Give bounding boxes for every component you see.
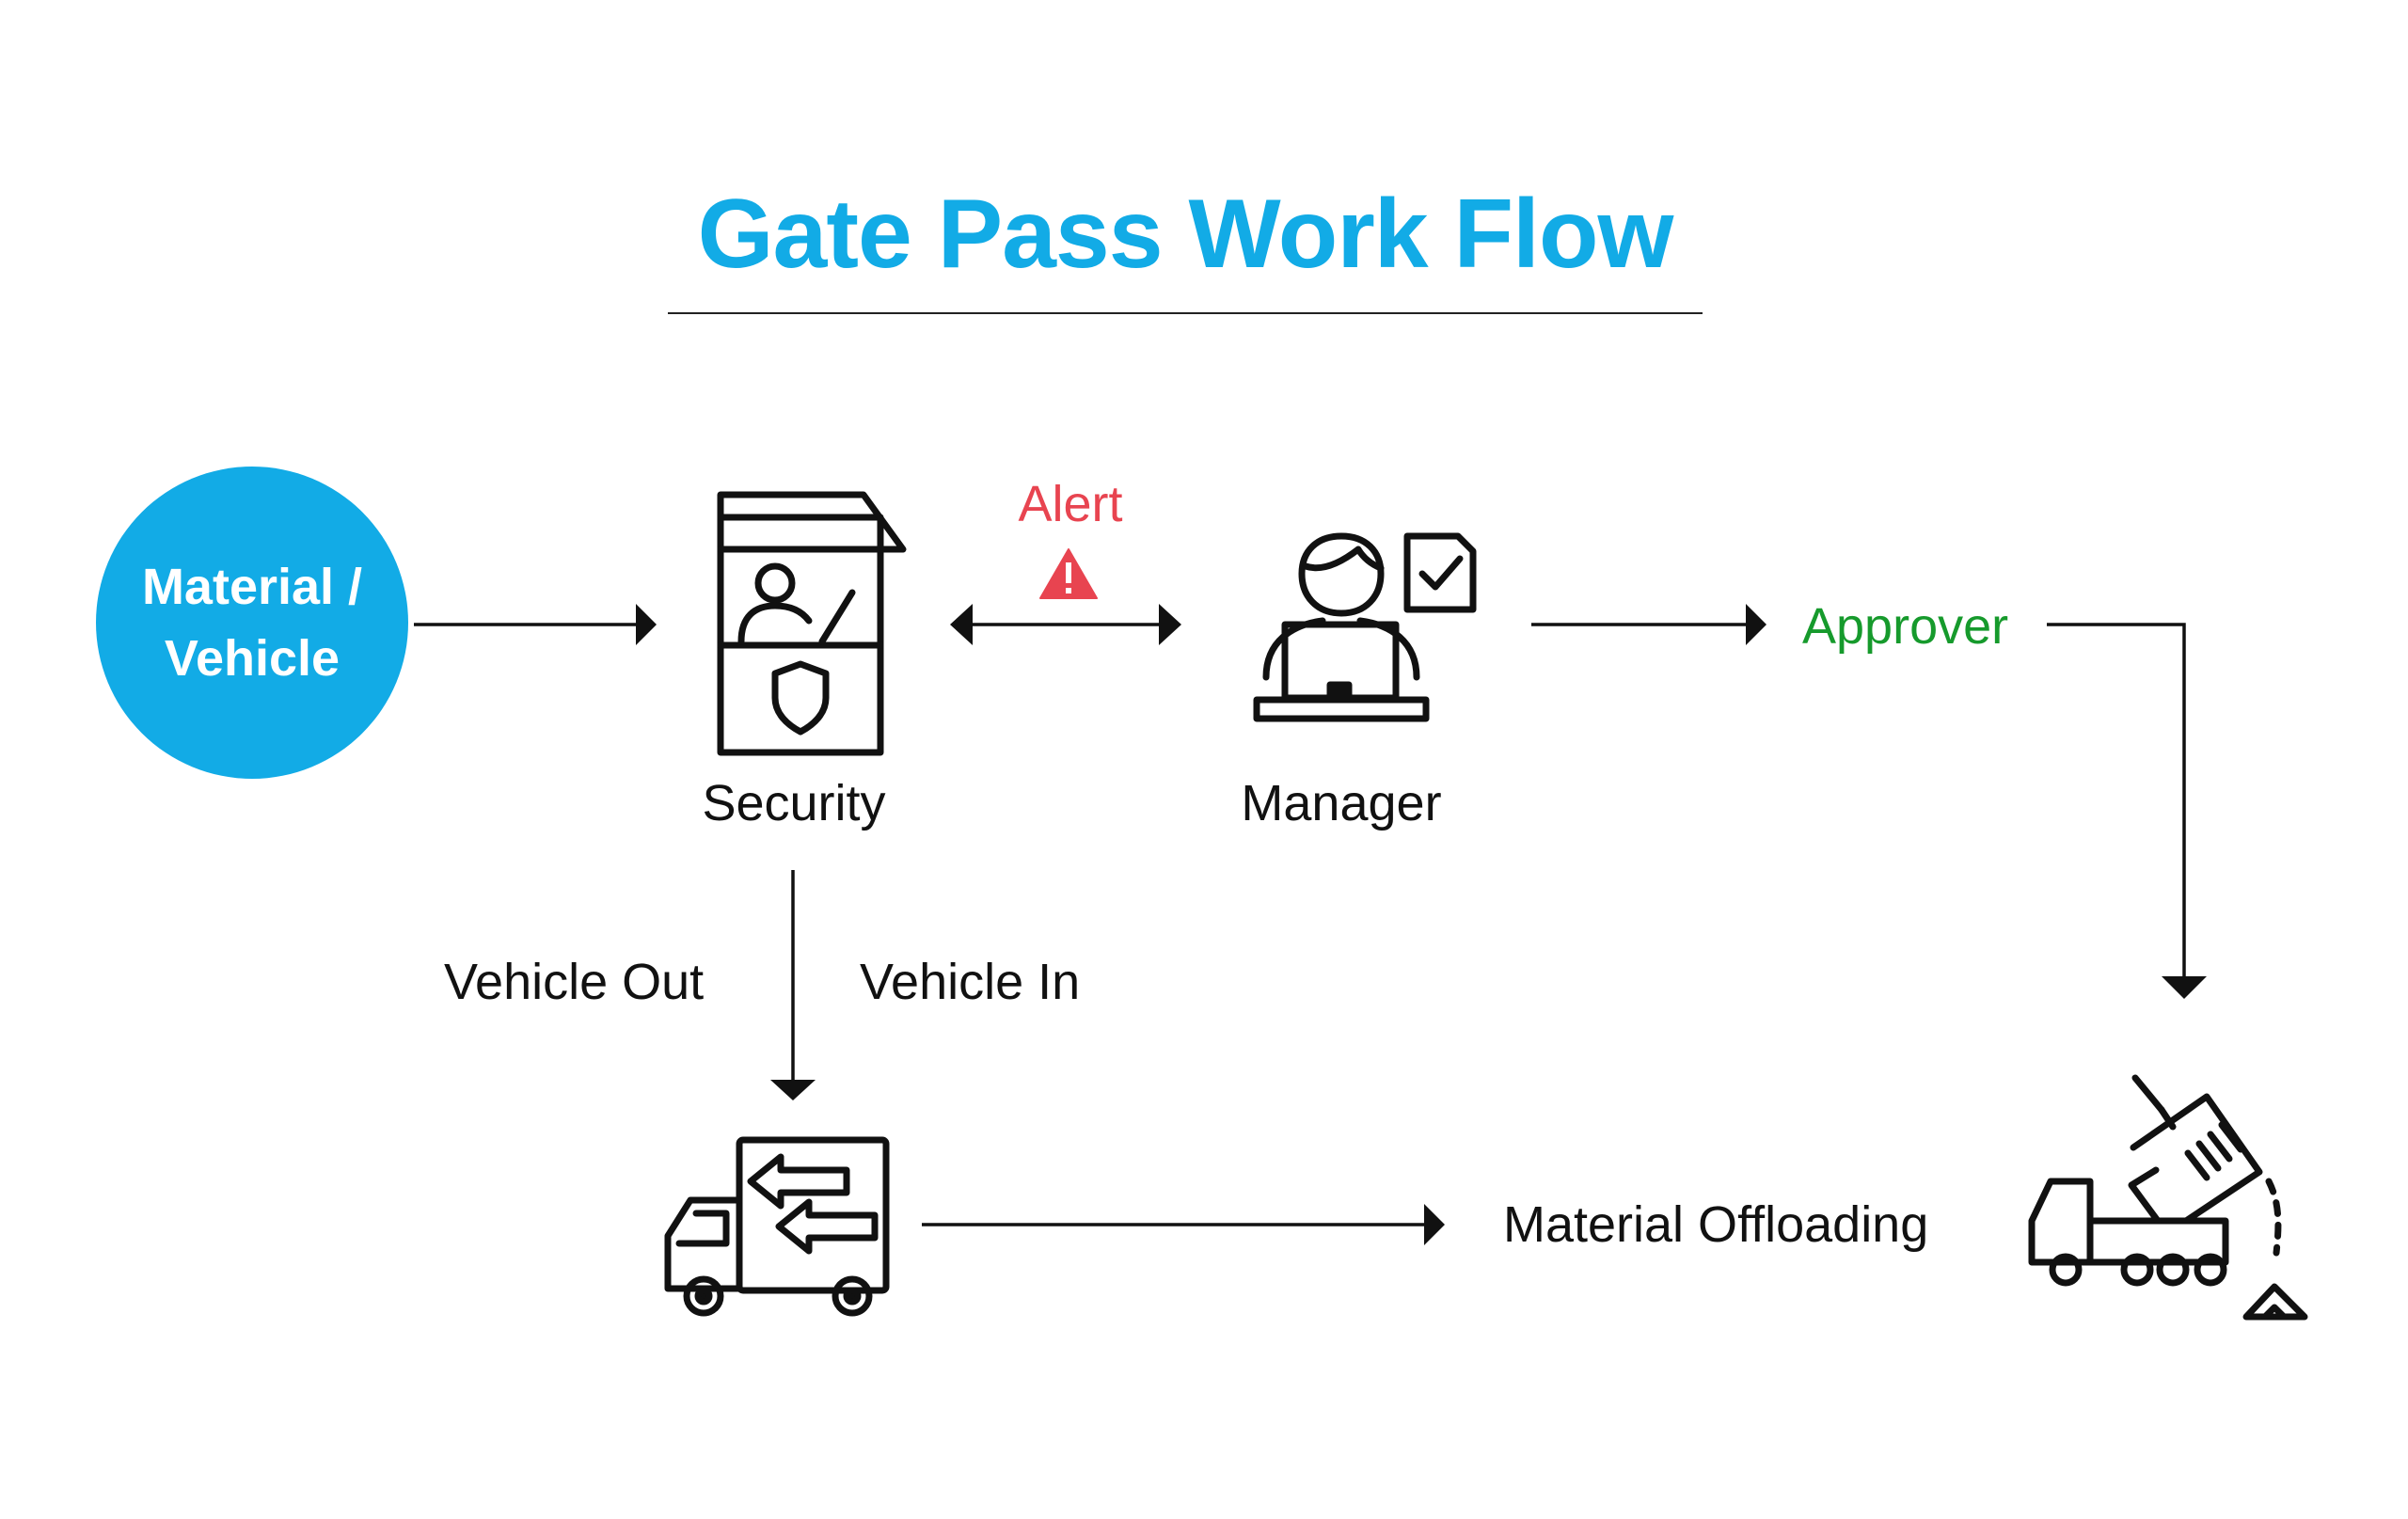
- delivery-truck-icon: [664, 1136, 890, 1317]
- manager-at-desk-icon: [1253, 532, 1477, 722]
- alert-label: Alert: [1018, 476, 1123, 532]
- material-offloading-label: Material Offloading: [1503, 1196, 1929, 1253]
- security-booth-icon: [717, 491, 907, 756]
- title-underline: [668, 312, 1703, 314]
- dump-truck-icon: [2028, 1074, 2308, 1321]
- source-node-label: Material /Vehicle: [141, 559, 363, 687]
- manager-label: Manager: [1241, 775, 1442, 831]
- security-label: Security: [702, 775, 886, 831]
- warning-triangle-icon: [1039, 548, 1098, 599]
- vehicle-in-label: Vehicle In: [860, 954, 1081, 1010]
- vehicle-out-label: Vehicle Out: [444, 954, 705, 1010]
- approver-label: Approver: [1802, 598, 2009, 655]
- page-title: Gate Pass Work Flow: [697, 180, 1674, 289]
- arrow-approver-to-offloading: [2047, 623, 2186, 978]
- source-node-circle: Material /Vehicle: [96, 467, 408, 779]
